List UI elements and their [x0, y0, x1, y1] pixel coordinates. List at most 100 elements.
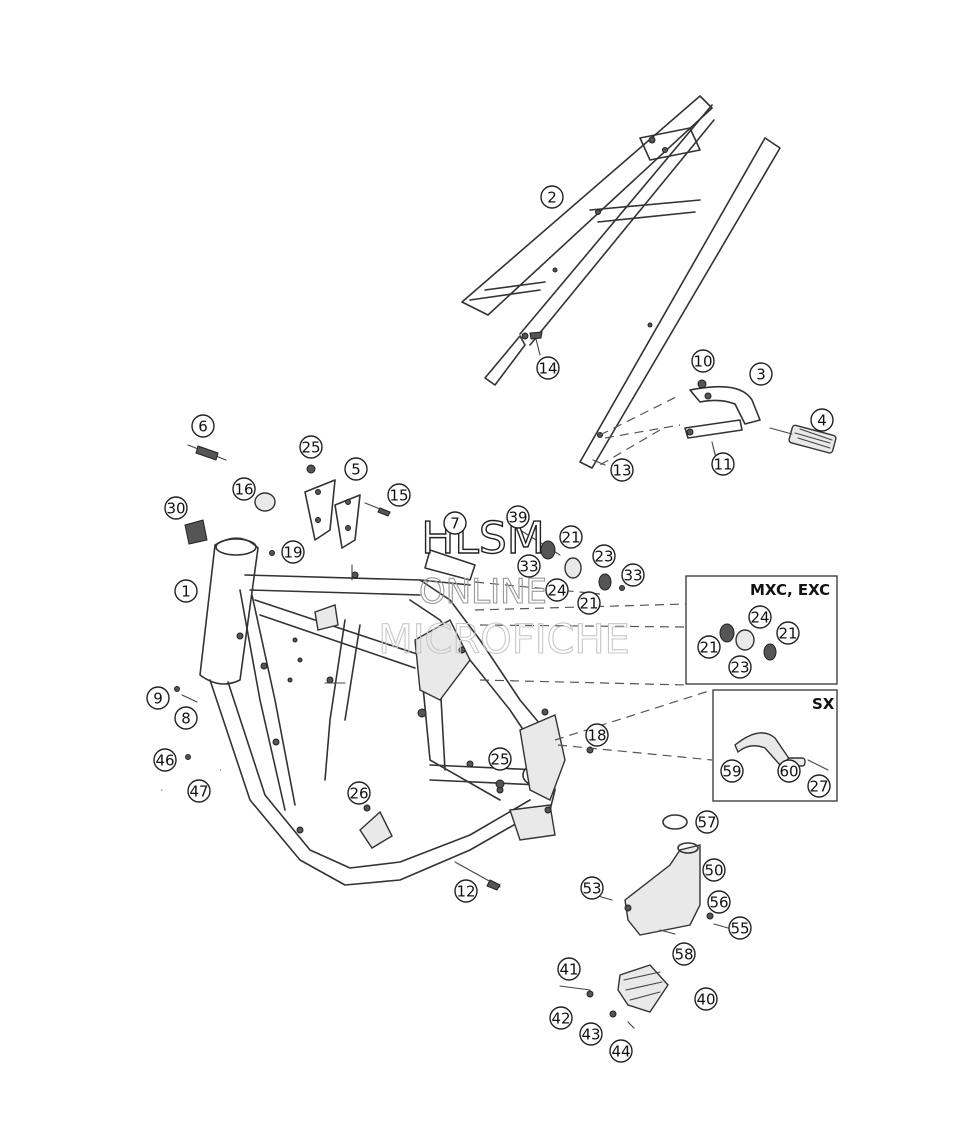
callout-number: 7 — [450, 515, 460, 533]
callout-circle — [707, 890, 731, 914]
callout-24: 24 — [748, 605, 772, 629]
callout-number: 21 — [579, 595, 598, 613]
callout-27: 27 — [807, 774, 831, 798]
callout-circle — [621, 563, 645, 587]
callout-circle — [577, 591, 601, 615]
callout-21: 21 — [577, 591, 601, 615]
callout-24: 24 — [545, 578, 569, 602]
callout-number: 14 — [538, 360, 557, 378]
callout-number: 39 — [508, 509, 527, 527]
callout-15: 15 — [387, 483, 411, 507]
callout-number: 3 — [756, 366, 766, 384]
callout-2: 2 — [540, 185, 564, 209]
callout-number: 25 — [301, 439, 320, 457]
callout-number: 44 — [611, 1043, 630, 1061]
callout-19: 19 — [281, 540, 305, 564]
callout-number: 2 — [547, 189, 557, 207]
callout-9: 9 — [146, 686, 170, 710]
callout-18: 18 — [585, 723, 609, 747]
callout-25: 25 — [488, 747, 512, 771]
callout-number: 55 — [730, 920, 749, 938]
callout-circle — [579, 1022, 603, 1046]
callout-1: 1 — [174, 579, 198, 603]
callout-number: 56 — [709, 894, 728, 912]
callout-circle — [344, 457, 368, 481]
callout-10: 10 — [691, 349, 715, 373]
main-frame — [199, 537, 566, 886]
callout-number: 5 — [351, 461, 361, 479]
callout-39: 39 — [506, 505, 530, 529]
callout-circle — [540, 185, 564, 209]
callout-4: 4 — [810, 408, 834, 432]
callout-number: 47 — [189, 783, 208, 801]
callout-circle — [592, 544, 616, 568]
callout-circle — [777, 759, 801, 783]
callout-circle — [776, 621, 800, 645]
callout-25: 25 — [299, 435, 323, 459]
callout-number: 26 — [349, 785, 368, 803]
callout-12: 12 — [454, 879, 478, 903]
callout-21: 21 — [697, 635, 721, 659]
callout-circle — [691, 349, 715, 373]
callout-circle — [191, 414, 215, 438]
callout-number: 12 — [456, 883, 475, 901]
callout-circle — [187, 779, 211, 803]
callout-number: 60 — [779, 763, 798, 781]
callout-circle — [506, 505, 530, 529]
callout-number: 16 — [234, 481, 253, 499]
callout-number: 25 — [490, 751, 509, 769]
callout-circle — [299, 435, 323, 459]
callout-21: 21 — [776, 621, 800, 645]
callout-circle — [807, 774, 831, 798]
callout-number: 15 — [389, 487, 408, 505]
callout-circle — [536, 356, 560, 380]
callout-number: 57 — [697, 814, 716, 832]
callout-number: 27 — [809, 778, 828, 796]
callout-50: 50 — [702, 858, 726, 882]
callout-circle — [443, 511, 467, 535]
callout-41: 41 — [557, 957, 581, 981]
callout-number: 43 — [581, 1026, 600, 1044]
callout-circle — [694, 987, 718, 1011]
callout-circle — [559, 525, 583, 549]
callout-circle — [174, 579, 198, 603]
callout-circle — [557, 957, 581, 981]
callout-number: 53 — [582, 880, 601, 898]
callout-number: 13 — [612, 462, 631, 480]
callout-26: 26 — [347, 781, 371, 805]
callout-14: 14 — [536, 356, 560, 380]
watermark: HLSM ONLINE MICROFICHE — [378, 512, 631, 663]
callout-3: 3 — [749, 362, 773, 386]
callout-number: 58 — [674, 946, 693, 964]
small-parts — [161, 331, 717, 891]
callout-46: 46 — [153, 748, 177, 772]
callout-circle — [549, 1006, 573, 1030]
callout-circle — [347, 781, 371, 805]
callout-circle — [697, 635, 721, 659]
callout-number: 24 — [547, 582, 566, 600]
callout-55: 55 — [728, 916, 752, 940]
callout-number: 11 — [713, 456, 732, 474]
callout-circle — [672, 942, 696, 966]
callout-33: 33 — [621, 563, 645, 587]
callout-number: 50 — [704, 862, 723, 880]
callout-57: 57 — [695, 810, 719, 834]
callout-circle — [711, 452, 735, 476]
callout-circle — [232, 477, 256, 501]
callout-circle — [695, 810, 719, 834]
callout-60: 60 — [777, 759, 801, 783]
callout-circle — [810, 408, 834, 432]
callout-layer: 1234567891011121314151618192121212123232… — [146, 185, 834, 1063]
callout-number: 8 — [181, 710, 191, 728]
callout-56: 56 — [707, 890, 731, 914]
callout-number: 42 — [551, 1010, 570, 1028]
callout-number: 18 — [587, 727, 606, 745]
watermark-line-2: ONLINE — [419, 572, 547, 612]
callout-43: 43 — [579, 1022, 603, 1046]
callout-circle — [720, 759, 744, 783]
callout-circle — [454, 879, 478, 903]
callout-circle — [488, 747, 512, 771]
callout-13: 13 — [610, 458, 634, 482]
callout-number: 9 — [153, 690, 163, 708]
